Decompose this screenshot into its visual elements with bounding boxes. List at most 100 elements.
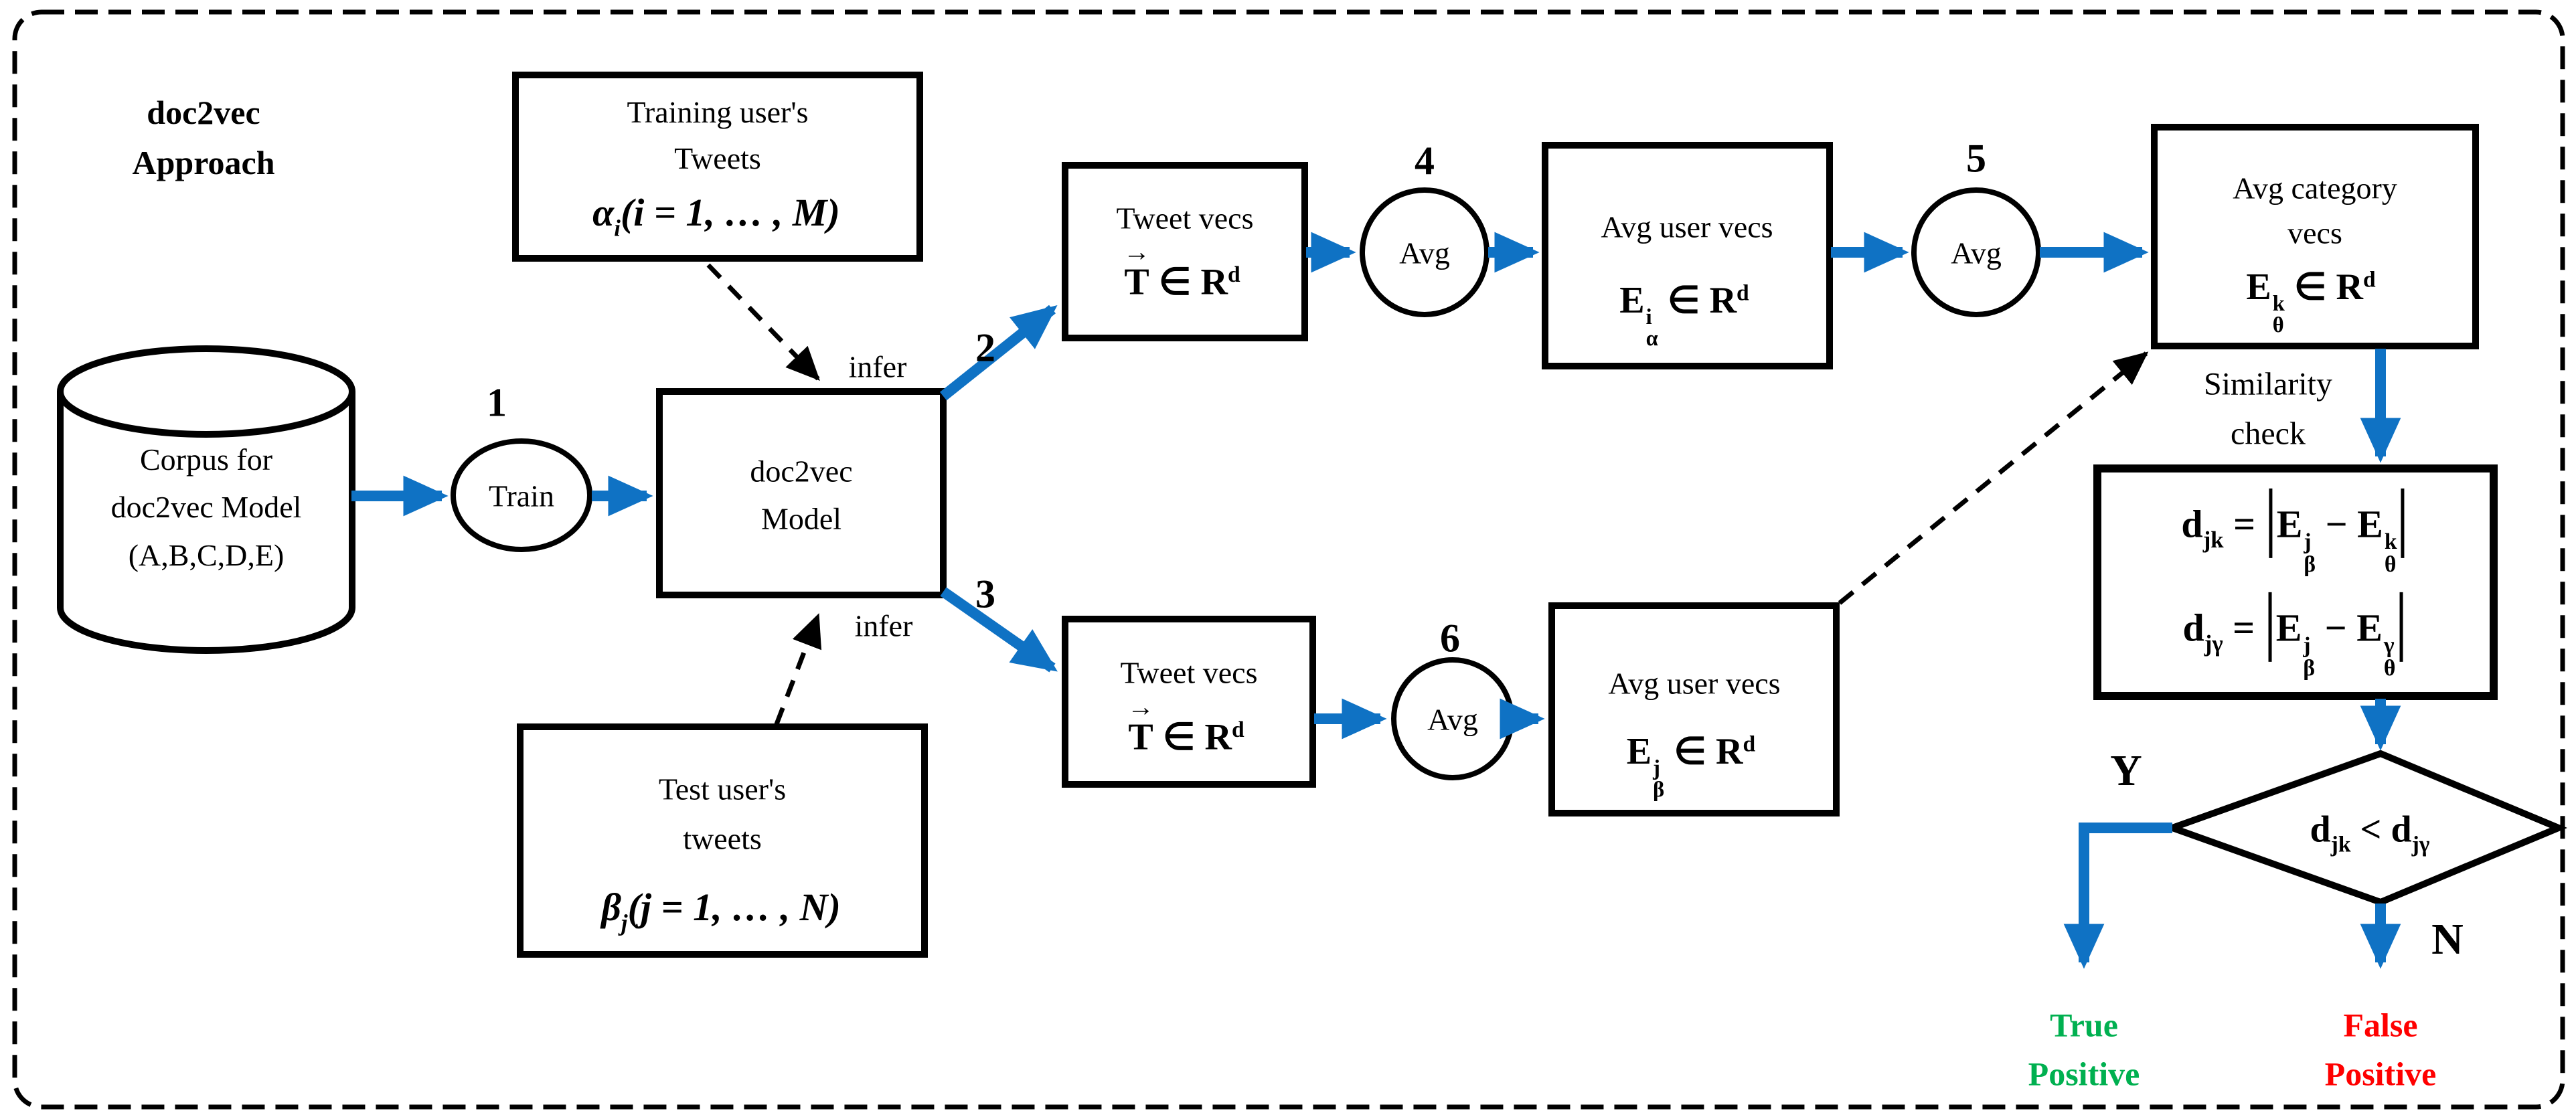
- cond-less-than: <: [2360, 808, 2382, 851]
- train-circle: [451, 438, 592, 552]
- figure-title: doc2vec Approach: [132, 88, 274, 188]
- vector-T-top: →T: [1123, 238, 1150, 309]
- E-theta-sub: θ: [2272, 313, 2284, 338]
- d-jg-equals: =: [2233, 606, 2255, 650]
- arrow-model-to-tweetvecs-bottom: [940, 587, 1058, 673]
- category-line2: vecs: [2287, 216, 2342, 250]
- vector-T-base-bottom: T: [1128, 716, 1153, 758]
- true-positive-label: True Positive: [2028, 1001, 2140, 1098]
- arrow-diamond-yes-branch: [2063, 823, 2172, 969]
- alpha-subscript: i: [614, 215, 621, 242]
- decision-condition: djk < djγ: [2310, 802, 2430, 857]
- d-jk-base: d: [2181, 502, 2203, 546]
- figure-dashed-border: [12, 9, 2565, 1110]
- dashed-arrow-avguser-bottom-to-category: [1838, 351, 2149, 605]
- test-box-line2: tweets: [683, 821, 762, 855]
- step-5-label: 5: [1966, 136, 1986, 181]
- E-alpha-sup: i: [1645, 305, 1652, 329]
- train-label: Train: [489, 479, 554, 513]
- yes-label: Y: [2110, 746, 2142, 796]
- step-4-label: 4: [1415, 139, 1435, 183]
- element-of-eu-top: ∈: [1667, 280, 1700, 322]
- training-box-label: Training user's Tweets: [627, 89, 808, 181]
- test-box-label: Test user's tweets: [659, 764, 786, 863]
- reals-dim-bottom: d: [1231, 717, 1244, 742]
- reals-eu-top: R: [1709, 280, 1737, 322]
- d-jg-minus: −: [2324, 606, 2347, 650]
- E-beta-sup: j: [1653, 756, 1660, 780]
- avg-category-vecs-box: [2151, 124, 2479, 349]
- element-of-cat: ∈: [2293, 266, 2327, 309]
- doc2vec-model-box: [656, 388, 947, 598]
- step-1-label: 1: [487, 380, 507, 425]
- training-box-line2: Tweets: [674, 141, 761, 175]
- E-theta-base: E: [2246, 266, 2271, 309]
- category-box-label: Avg category vecs: [2233, 166, 2397, 255]
- abs-bar-left-2: [2268, 592, 2272, 663]
- cond-d2-sub: jγ: [2411, 832, 2430, 857]
- alpha-symbol: α: [592, 190, 615, 234]
- d-jk-minus: −: [2325, 502, 2348, 546]
- avg-circle-5: [1911, 187, 2041, 317]
- dashed-arrows: [706, 263, 2149, 725]
- cond-d1: d: [2310, 808, 2331, 851]
- beta-symbol: β: [601, 885, 621, 929]
- element-of-bottom: ∈: [1162, 716, 1196, 758]
- avg-user-top-label: Avg user vecs: [1601, 209, 1773, 244]
- similarity-check-label: Similarity check: [2204, 360, 2332, 460]
- abs-bar-right-1: [2401, 488, 2405, 559]
- alpha-args: (i = 1, … , M): [620, 190, 840, 234]
- blue-arrows: [351, 232, 2401, 969]
- cond-d1-sub: jk: [2330, 832, 2351, 857]
- step-6-label: 6: [1440, 616, 1460, 661]
- reals-cat: R: [2336, 266, 2363, 309]
- element-of-top: ∈: [1158, 261, 1192, 303]
- d-jk-E1: E: [2276, 502, 2303, 546]
- avg-circle-4: [1360, 187, 1490, 317]
- tweet-vecs-top-formula: →T ∈ Rd: [1123, 238, 1240, 309]
- avg-user-bottom-label: Avg user vecs: [1608, 666, 1781, 701]
- arrow-model-to-tweetvecs-top: [940, 305, 1058, 401]
- abs-bar-right-2: [2399, 592, 2403, 663]
- reals-top: R: [1200, 261, 1228, 303]
- figure-title-line2: Approach: [132, 144, 275, 181]
- dashed-arrow-training-to-model: [706, 263, 820, 381]
- corpus-line2: doc2vec Model: [110, 490, 302, 525]
- d-jg-E2: E: [2356, 606, 2383, 650]
- step-3-label: 3: [975, 572, 995, 616]
- true-positive-line1: True: [2050, 1006, 2118, 1044]
- d-jg-sub: jγ: [2204, 630, 2223, 657]
- d-jk-E2: E: [2357, 502, 2383, 546]
- training-tweets-box: [512, 72, 923, 262]
- model-label: doc2vec Model: [750, 448, 852, 543]
- tweet-vecs-bottom-box: [1062, 616, 1316, 788]
- test-tweets-box: [517, 723, 928, 958]
- avg5-label: Avg: [1951, 236, 2002, 270]
- cond-d2: d: [2391, 808, 2412, 851]
- d-jk-equals: =: [2233, 502, 2256, 546]
- false-positive-line2: Positive: [2324, 1055, 2437, 1092]
- test-box-formula: βj(j = 1, … , N): [601, 879, 841, 936]
- no-label: N: [2431, 915, 2464, 964]
- vector-T-base: T: [1124, 261, 1149, 303]
- corpus-label: Corpus for doc2vec Model (A,B,C,D,E): [111, 436, 302, 579]
- false-positive-line1: False: [2343, 1006, 2418, 1044]
- vector-arrow-icon: →: [1123, 236, 1151, 267]
- reals-eu-bottom: R: [1716, 731, 1743, 773]
- infer-top-label: infer: [848, 349, 907, 384]
- beta-args: (j = 1, … , N): [627, 885, 841, 929]
- avg-user-vecs-bottom-box: [1548, 602, 1840, 816]
- E-theta-sup: k: [2272, 291, 2285, 316]
- reals-bottom: R: [1204, 716, 1232, 758]
- dashed-arrow-test-to-model: [774, 613, 822, 725]
- true-positive-line2: Positive: [2028, 1055, 2140, 1092]
